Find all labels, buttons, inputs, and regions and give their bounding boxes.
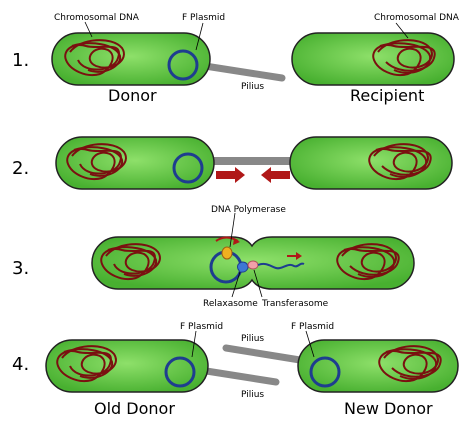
leader-f-plasmid-step1 — [195, 22, 204, 51]
label-f-plasmid-step1: F Plasmid — [182, 13, 225, 23]
label-pilius-step1: Pilius — [241, 82, 264, 92]
f-plasmid-step1 — [167, 49, 199, 81]
pilus-step2 — [206, 157, 296, 165]
label-new-donor: New Donor — [344, 399, 433, 418]
chromosomal-dna-recipient-step2 — [368, 143, 432, 180]
label-relaxasome: Relaxasome — [203, 299, 258, 309]
label-old-donor: Old Donor — [94, 399, 175, 418]
label-pilius-step4-bottom: Pilius — [241, 390, 264, 400]
pilus-new-donor — [222, 344, 304, 364]
transferred-dna-strand — [257, 262, 305, 270]
label-f-plasmid-old-donor: F Plasmid — [180, 322, 223, 332]
pilus-step1 — [201, 62, 286, 82]
label-transferasome: Transferasome — [261, 299, 329, 309]
leader-chromosomal-left — [84, 21, 93, 38]
label-pilius-step4-top: Pilius — [241, 334, 264, 344]
pilus-old-donor — [196, 366, 280, 386]
relaxasome-blob — [237, 261, 249, 273]
leader-relaxasome — [231, 271, 241, 298]
leader-transferasome — [253, 269, 263, 298]
step-number-1: 1. — [12, 50, 29, 71]
label-chromosomal-dna-left: Chromosomal DNA — [54, 13, 140, 23]
replication-arrowhead-step3 — [233, 238, 240, 245]
label-f-plasmid-new-donor: F Plasmid — [291, 322, 334, 332]
dna-polymerase-blob — [221, 246, 233, 260]
f-plasmid-new-donor — [309, 356, 341, 388]
leader-dna-polymerase — [229, 212, 236, 248]
arrow-left-step2 — [261, 167, 290, 183]
label-dna-polymerase: DNA Polymerase — [211, 205, 286, 215]
arrow-right-step2 — [216, 167, 245, 183]
chromosomal-dna-new-donor — [378, 345, 442, 382]
f-plasmid-step2 — [172, 152, 204, 184]
leader-chromosomal-right — [395, 22, 409, 39]
chromosomal-dna-old-donor — [56, 345, 117, 382]
label-recipient: Recipient — [350, 86, 424, 105]
chromosomal-dna-donor-step1 — [64, 39, 125, 76]
chromosomal-dna-recipient-step1 — [372, 39, 436, 76]
step-number-4: 4. — [12, 354, 29, 375]
step-number-2: 2. — [12, 158, 29, 179]
f-plasmid-old-donor — [164, 356, 196, 388]
chromosomal-dna-donor-step3 — [100, 243, 161, 280]
label-donor: Donor — [108, 86, 157, 105]
label-chromosomal-dna-right: Chromosomal DNA — [374, 13, 460, 23]
transfer-arrow-step3 — [287, 252, 302, 260]
leader-f-plasmid-old — [191, 330, 197, 358]
transferasome-blob — [247, 260, 259, 270]
chromosomal-dna-recipient-step3 — [336, 243, 400, 280]
chromosomal-dna-donor-step2 — [66, 143, 127, 180]
leader-f-plasmid-new — [305, 330, 315, 358]
step-number-3: 3. — [12, 258, 29, 279]
